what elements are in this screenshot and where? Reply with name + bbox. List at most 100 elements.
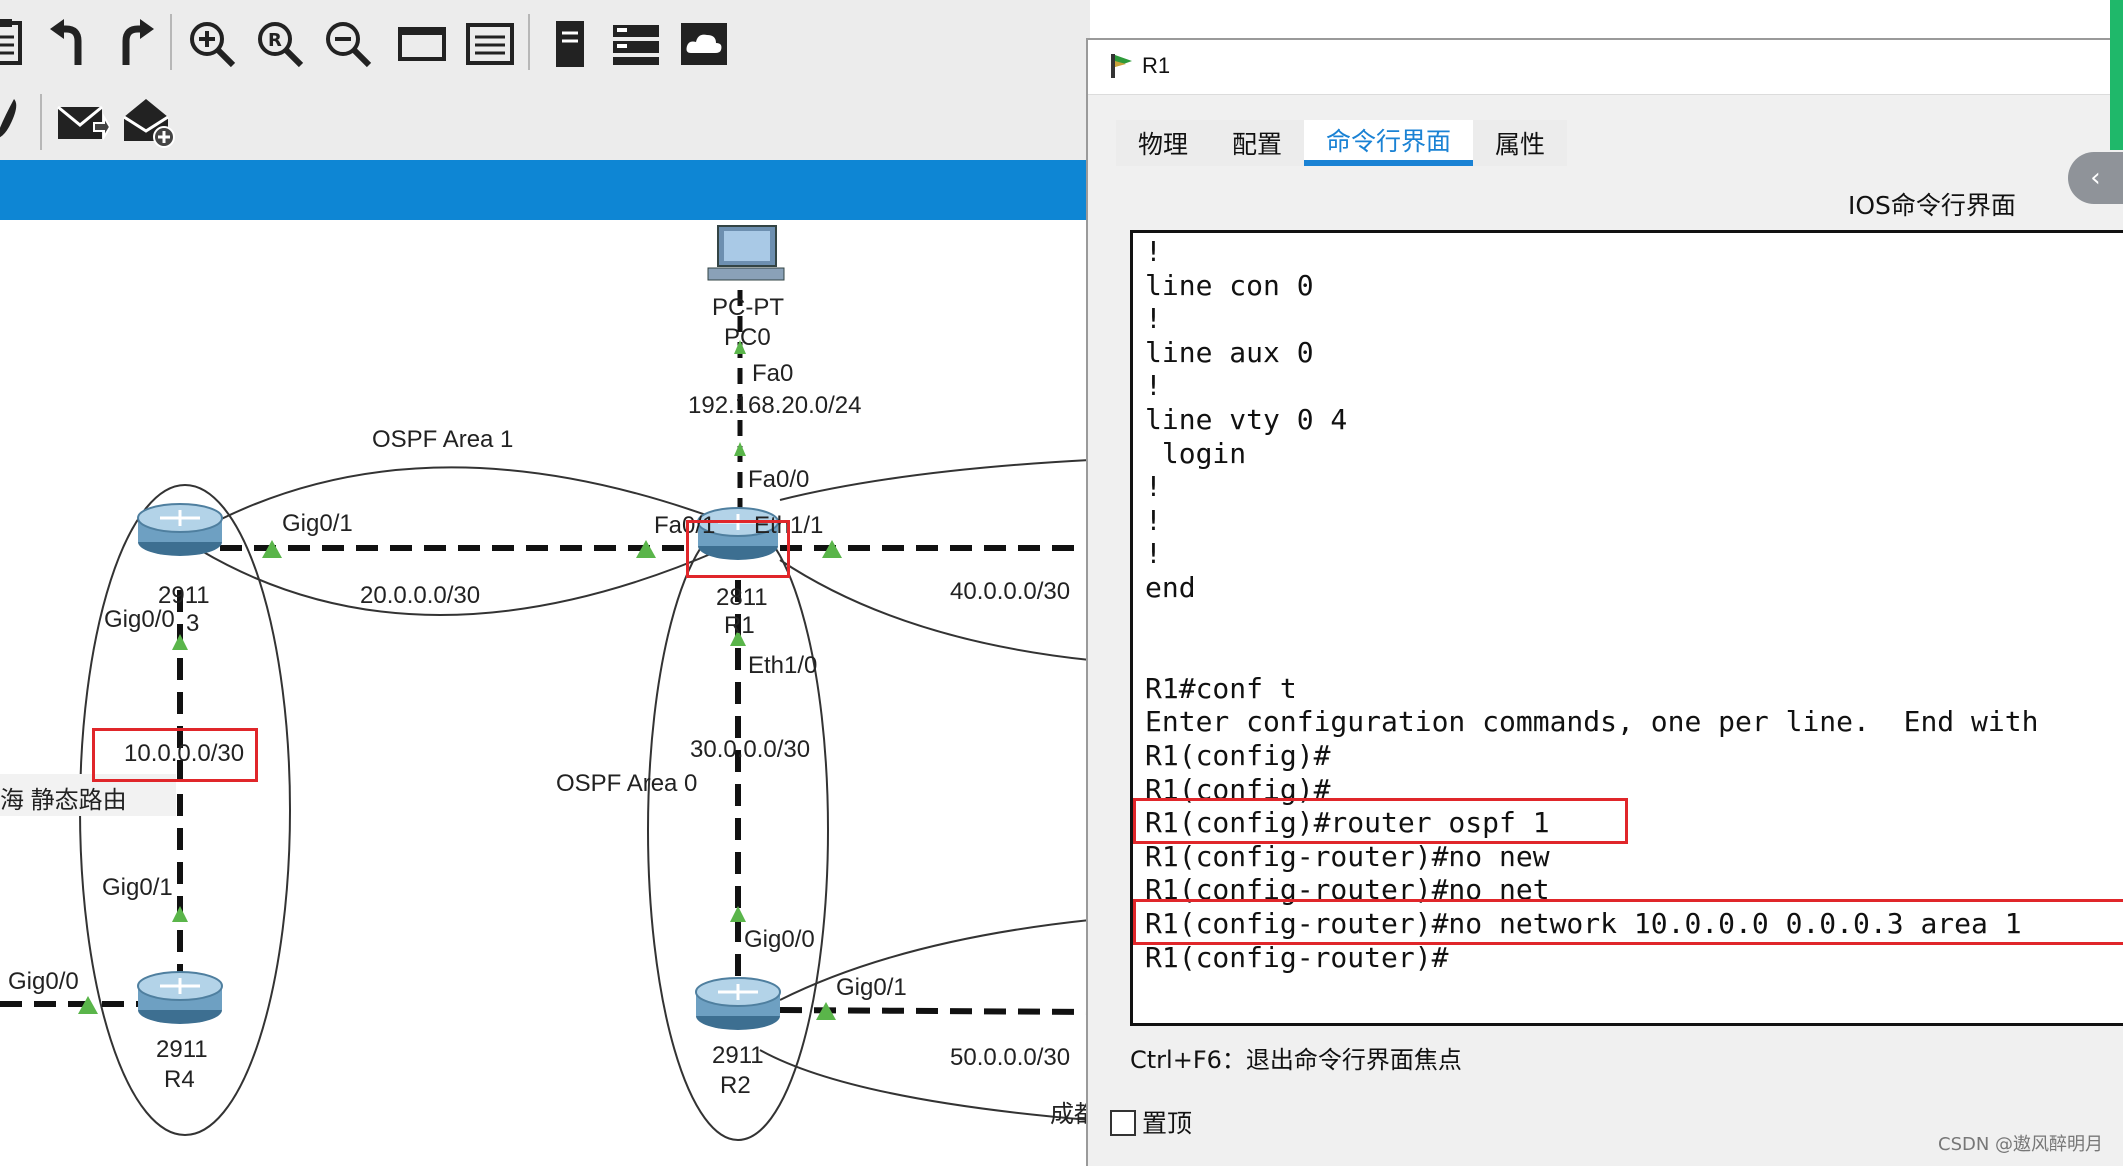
draw-icon[interactable] <box>0 90 36 150</box>
r2-model-label: 2911 <box>712 1042 764 1069</box>
cli-line: R1(config)#router ospf 1 <box>1145 806 1550 840</box>
link-status-icon <box>816 1002 836 1020</box>
clipboard-icon[interactable] <box>0 12 34 72</box>
static-route-label: 海 静态路由 <box>0 787 127 814</box>
router-icon <box>695 977 781 1030</box>
link-curve-right-low <box>779 919 1090 1001</box>
area1-label: OSPF Area 1 <box>372 426 514 453</box>
undo-icon[interactable] <box>40 14 100 74</box>
link-status-icon <box>636 540 656 558</box>
link-curve-bottom <box>759 1049 1090 1121</box>
link-status-icon <box>822 540 842 558</box>
r4-up-port-label: Gig0/1 <box>102 874 173 901</box>
r3-right-port-label: Gig0/1 <box>282 510 353 537</box>
highlight-no-network <box>1133 899 2123 945</box>
r4-name-label: R4 <box>164 1066 195 1093</box>
topology-canvas[interactable]: PC-PT PC0 Fa0 192.168.20.0/24 Fa0/0 OSPF… <box>0 220 1098 1164</box>
dialog-titlebar[interactable]: R1 <box>1088 40 2123 95</box>
r1-down-port-label: Eth1/0 <box>748 652 818 679</box>
net-r1-right-label: 40.0.0.0/30 <box>950 578 1071 605</box>
zoom-in-icon[interactable] <box>182 14 242 74</box>
dialog-tabs: 物理 配置 命令行界面 属性 <box>1116 120 1568 166</box>
tab-cli[interactable]: 命令行界面 <box>1304 120 1474 166</box>
secondary-toolbar <box>0 84 1090 161</box>
area1-boundary-top <box>199 466 721 531</box>
highlight-router-ospf <box>1133 798 1628 844</box>
workspace-bar <box>0 160 1090 220</box>
cli-line: login <box>1145 436 1247 470</box>
r1-name-label: R1 <box>724 612 755 639</box>
cli-line: R1(config-router)#no new <box>1145 839 1550 873</box>
rack-icon[interactable] <box>606 14 666 74</box>
cli-terminal[interactable]: !line con 0!line aux 0!line vty 0 4 logi… <box>1130 230 2123 1026</box>
pc-port-label: Fa0 <box>752 360 794 387</box>
tab-attributes[interactable]: 属性 <box>1473 120 1568 166</box>
link-curve-right-mid <box>779 559 1090 661</box>
svg-text:R: R <box>268 30 282 51</box>
router-icon <box>137 503 223 556</box>
add-simple-pdu-icon[interactable] <box>52 92 112 152</box>
r3-model-label: 2911 <box>158 582 210 609</box>
cli-section-title: IOS命令行界面 <box>1848 191 2016 220</box>
link-status-icon <box>730 630 746 646</box>
palette-icon[interactable] <box>460 14 520 74</box>
link-status-icon <box>730 906 746 922</box>
r1-left-port-label: Fa0/1 <box>654 512 716 539</box>
net-r2-right-label: 50.0.0.0/30 <box>950 1044 1071 1071</box>
router-window-icon <box>1108 52 1134 80</box>
zoom-reset-icon[interactable]: R <box>250 14 310 74</box>
link-r2-right <box>779 1007 1090 1015</box>
pc-model-label: PC-PT <box>712 294 784 321</box>
r3-down-port-label: Gig0/0 <box>104 606 175 633</box>
link-status-icon <box>78 996 98 1014</box>
r3-name-label: 3 <box>186 610 200 637</box>
link-status-icon <box>734 442 746 456</box>
cli-focus-hint: Ctrl+F6：退出命令行界面焦点 <box>1130 1046 1462 1074</box>
pin-label: 置顶 <box>1142 1109 1193 1138</box>
collapse-panel-button[interactable]: ‹ <box>2068 152 2123 204</box>
highlight-net-box <box>92 728 258 782</box>
cli-line: ! <box>1145 470 1162 504</box>
zoom-out-icon[interactable] <box>318 14 378 74</box>
link-status-icon <box>262 540 282 558</box>
r1-up-port-label: Fa0/0 <box>748 466 810 493</box>
cloud-icon[interactable] <box>674 14 734 74</box>
watermark: CSDN @遨风醉明月 <box>1938 1134 2104 1155</box>
add-complex-pdu-icon[interactable] <box>118 92 178 152</box>
cli-line: ! <box>1145 235 1162 268</box>
r4-model-label: 2911 <box>156 1036 208 1063</box>
net-r1-r2-label: 30.0.0.0/30 <box>690 736 811 763</box>
tab-physical[interactable]: 物理 <box>1116 120 1211 166</box>
topology-drawing <box>0 225 1090 1141</box>
device-list-icon[interactable] <box>540 14 600 74</box>
link-status-icon <box>172 634 188 650</box>
net-r3-r1-label: 20.0.0.0/30 <box>360 582 481 609</box>
area0-label: OSPF Area 0 <box>556 770 698 797</box>
redo-icon[interactable] <box>104 14 164 74</box>
router-icon <box>137 971 223 1024</box>
cli-line: R1(config)# <box>1145 739 1331 772</box>
cli-line: Enter configuration commands, one per li… <box>1145 705 2039 739</box>
cli-line: ! <box>1145 503 1162 537</box>
r2-name-label: R2 <box>720 1072 751 1099</box>
net-r3-r4-label: 10.0.0.0/30 <box>124 740 245 767</box>
window-icon[interactable] <box>392 14 452 74</box>
r1-model-label: 2811 <box>716 584 768 611</box>
r2-up-port-label: Gig0/0 <box>744 926 815 953</box>
cli-line: ! <box>1145 369 1162 403</box>
r4-left-port-label: Gig0/0 <box>8 968 79 995</box>
dialog-title: R1 <box>1142 53 1171 78</box>
cli-line: ! <box>1145 302 1162 336</box>
cli-line: R1(config-router)#no network 10.0.0.0 0.… <box>1145 907 2022 940</box>
cli-line: end <box>1145 571 1196 604</box>
r2-right-port-label: Gig0/1 <box>836 974 907 1001</box>
pin-checkbox[interactable] <box>1110 1110 1136 1136</box>
highlight-r1-box <box>686 520 790 578</box>
pc-network-label: 192.168.20.0/24 <box>688 392 862 419</box>
router-dialog: R1 物理 配置 命令行界面 属性 IOS命令行界面 !line con 0!l… <box>1086 38 2123 1166</box>
link-curve-right-top <box>779 459 1090 501</box>
cli-line: R1#conf t <box>1145 671 1297 705</box>
cli-line: ! <box>1145 537 1162 571</box>
tab-config[interactable]: 配置 <box>1210 120 1305 166</box>
cli-line: R1(config-router)# <box>1145 940 1449 974</box>
